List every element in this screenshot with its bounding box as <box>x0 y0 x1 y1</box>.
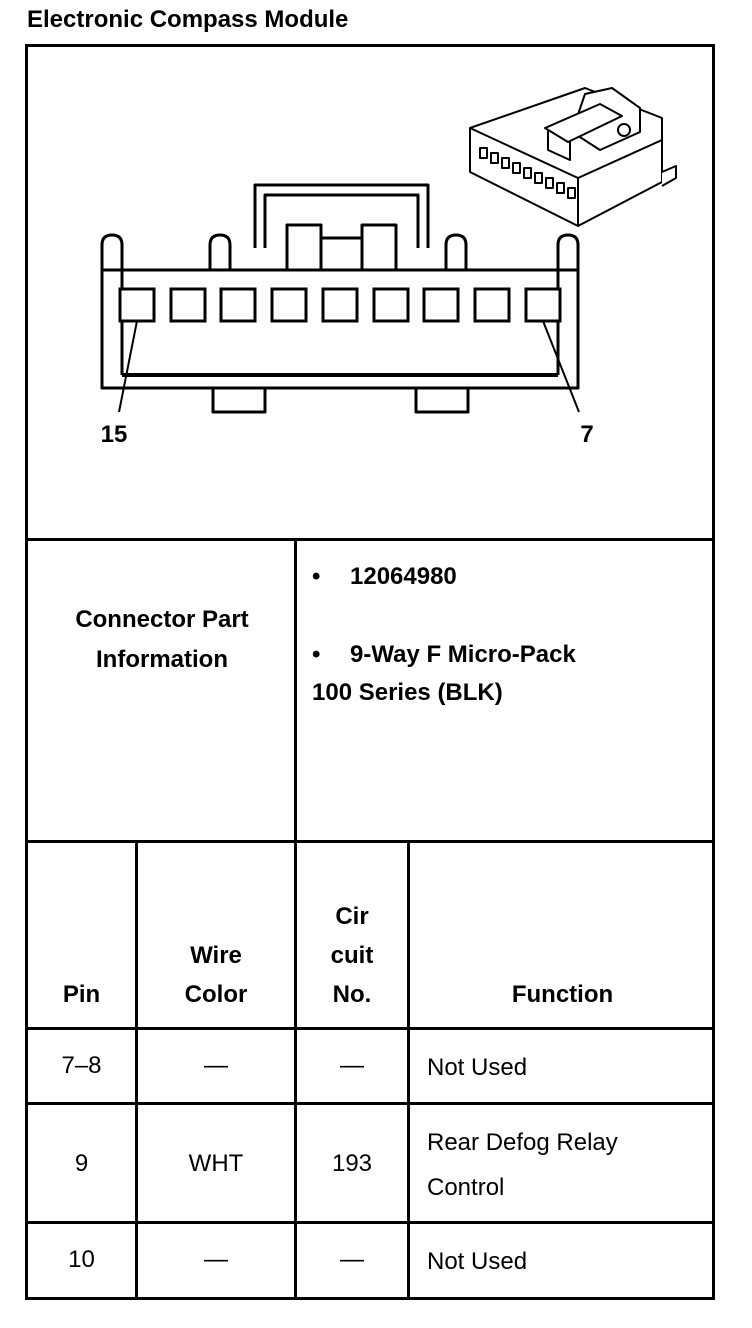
top-bump <box>444 233 468 270</box>
bullet: • <box>312 641 321 668</box>
connector-face-diagram: 15 7 <box>100 87 677 448</box>
latch-tab <box>360 223 398 272</box>
part-number: 12064980 <box>350 563 457 590</box>
cavity <box>219 287 257 323</box>
page-title: Electronic Compass Module <box>27 6 349 33</box>
header-wire-line2: Color <box>184 981 248 1008</box>
cavity <box>372 287 410 323</box>
top-bump <box>208 233 232 270</box>
cavity <box>473 287 511 323</box>
header-circuit-line3: No. <box>332 981 372 1008</box>
cavity <box>118 287 156 323</box>
leader-line <box>118 320 138 413</box>
divider <box>25 1027 715 1030</box>
table-cell-function: Rear Defog Relay Control <box>427 1120 618 1210</box>
latch-tab <box>285 223 323 272</box>
divider <box>294 538 297 1300</box>
function-line1: Rear Defog Relay <box>427 1129 618 1156</box>
table-cell-circuit: — <box>340 1052 364 1079</box>
divider <box>25 538 715 541</box>
function-line2: Control <box>427 1174 505 1201</box>
connector-part-label-line2: Information <box>96 646 228 673</box>
table-cell-pin: 7–8 <box>61 1052 102 1079</box>
header-circuit-line1: Cir <box>335 903 369 930</box>
divider <box>407 840 410 1300</box>
table-cell-circuit: 193 <box>331 1150 373 1177</box>
table-cell-function: Not Used <box>427 1045 527 1090</box>
function-line1: Not Used <box>427 1248 528 1275</box>
connector-part-label: Connector Part Information <box>28 600 296 680</box>
bullet: • <box>312 563 321 590</box>
table-cell-wire: — <box>204 1052 228 1079</box>
divider <box>25 840 715 843</box>
header-circuit-no: Cir cuit No. <box>297 897 407 1014</box>
header-function-text: Function <box>511 981 614 1008</box>
side-bump <box>556 233 580 270</box>
connector-isometric-icon <box>469 87 677 227</box>
header-function: Function <box>410 975 715 1014</box>
connector-part-label-line1: Connector Part <box>75 606 249 633</box>
cavity <box>321 287 359 323</box>
function-line1: Not Used <box>427 1054 528 1081</box>
pin-label-15: 15 <box>101 421 128 448</box>
divider <box>25 1102 715 1105</box>
header-pin-text: Pin <box>62 981 101 1008</box>
pin-label-7: 7 <box>580 421 593 448</box>
header-pin: Pin <box>28 975 135 1014</box>
side-bump <box>100 233 124 270</box>
table-cell-wire: WHT <box>188 1150 244 1177</box>
table-cell-circuit: — <box>340 1246 364 1273</box>
cavity <box>524 287 562 323</box>
header-wire-line1: Wire <box>190 942 242 969</box>
connector-description-line2: 100 Series (BLK) <box>312 679 503 706</box>
table-cell-pin: 10 <box>68 1246 95 1273</box>
header-wire-color: Wire Color <box>138 936 294 1014</box>
table-cell-wire: — <box>204 1246 228 1273</box>
connector-description-line1: 9-Way F Micro-Pack <box>350 641 576 668</box>
connector-part-info: • 12064980 • 9-Way F Micro-Pack 100 Series… <box>312 558 576 712</box>
connector-table-frame <box>25 44 715 1300</box>
leader-line <box>542 320 580 413</box>
header-circuit-line2: cuit <box>330 942 374 969</box>
cavity <box>422 287 460 323</box>
cavity <box>270 287 308 323</box>
divider <box>25 1221 715 1224</box>
table-cell-pin: 9 <box>74 1150 89 1177</box>
divider <box>135 840 138 1300</box>
cavity <box>169 287 207 323</box>
table-cell-function: Not Used <box>427 1239 527 1284</box>
